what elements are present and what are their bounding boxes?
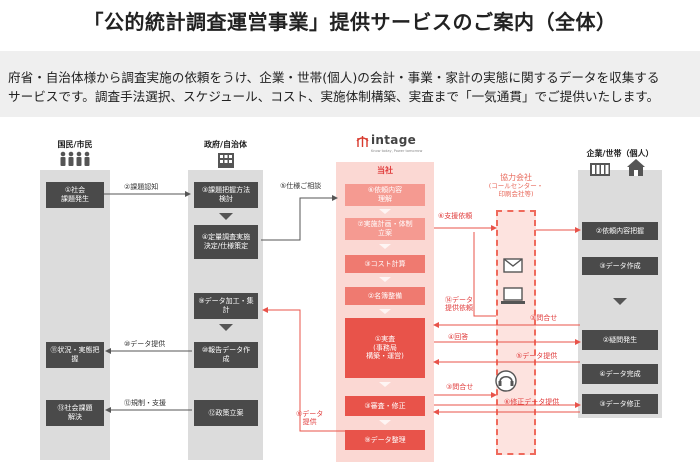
label-support-request: ⑥支援依頼 xyxy=(438,212,473,220)
laptop-icon xyxy=(501,287,525,304)
description-panel: 府省・自治体様から調査実施の依頼をうけ、企業・世帯(個人)の会計・事業・家計の実… xyxy=(0,51,700,117)
company-step-plan-structure: ⑦実施計画・体制 立案 xyxy=(345,218,425,240)
gov-step-survey-decision: ④定量調査実施 決定/仕様策定 xyxy=(194,225,258,259)
partner-subtitle: (コールセンター・ 印刷会社等) xyxy=(488,182,544,198)
label-issue-recognition: ②課題認知 xyxy=(124,183,159,191)
mail-icon xyxy=(503,258,523,273)
flow-arrow-down xyxy=(379,209,391,214)
enterprises-header: 企業/世帯（個人） xyxy=(586,149,654,158)
label-data-provision-gov: ⑨データ 提供 xyxy=(296,410,324,427)
enterprise-step-question-arises: ②疑問発生 xyxy=(582,330,658,350)
label-inquiry-partner: ③問合せ xyxy=(446,383,474,391)
factory-icon xyxy=(590,163,610,176)
gov-step-method-review: ③課題把握方法 検討 xyxy=(194,182,258,208)
flow-arrow-down xyxy=(613,298,627,305)
company-step-field-survey: ①実査 (事務局 構築・運営) xyxy=(345,318,425,378)
label-regulation-support: ⑫規制・支援 xyxy=(124,399,166,407)
label-data-provision-enterprise: ⑤データ提供 xyxy=(516,352,558,360)
enterprise-step-understand-request: ②依頼内容把握 xyxy=(582,222,658,240)
government-header: 政府/自治体 xyxy=(204,140,247,149)
headset-icon xyxy=(495,370,517,392)
house-icon xyxy=(627,159,645,176)
company-step-data-organization: ⑨データ整理 xyxy=(345,430,425,450)
flow-arrow-down xyxy=(379,277,391,282)
intage-logo-icon xyxy=(356,136,369,147)
flow-arrow-down xyxy=(379,244,391,249)
flow-arrow-down xyxy=(379,420,391,425)
partner-title: 協力会社 xyxy=(500,173,532,182)
citizen-step-social-issue: ①社会 課題発生 xyxy=(46,182,104,208)
company-step-review-correction: ③審査・修正 xyxy=(345,396,425,416)
gov-step-data-processing: ⑨データ加工・集 計 xyxy=(194,293,258,319)
flow-arrow-down xyxy=(219,324,233,331)
gov-step-report-creation: ⑩報告データ作 成 xyxy=(194,342,258,368)
gov-step-policy-planning: ⑫政策立案 xyxy=(194,400,258,426)
label-answer: ④回答 xyxy=(448,333,469,341)
flow-arrow-down xyxy=(379,309,391,314)
enterprise-step-data-complete: ④データ完成 xyxy=(582,364,658,384)
label-data-provision-citizen: ⑩データ提供 xyxy=(124,340,166,348)
label-inquiry: ③問合せ xyxy=(530,314,558,322)
partner-column xyxy=(496,210,536,455)
company-step-list-maintenance: ②名簿整備 xyxy=(345,287,425,305)
flow-arrow-down xyxy=(379,382,391,387)
page-title: 「公的統計調査運営事業」提供サービスのご案内（全体） xyxy=(83,10,617,34)
label-data-provision-request: ⑭データ 提供依頼 xyxy=(445,296,473,313)
description-line-1: 府省・自治体様から調査実施の依頼をうけ、企業・世帯(個人)の会計・事業・家計の実… xyxy=(8,70,660,85)
citizen-step-situation-grasp: ⑪状況・実態把 握 xyxy=(46,342,104,368)
label-corrected-data: ⑥修正データ提供 xyxy=(504,398,560,406)
building-icon xyxy=(218,153,234,168)
citizens-header: 国民/市民 xyxy=(57,140,93,149)
company-header: 当社 xyxy=(377,166,393,175)
flow-arrow-down xyxy=(219,213,233,220)
company-step-understand-request: ⑥依頼内容 理解 xyxy=(345,184,425,206)
people-icon xyxy=(60,151,90,166)
company-logo-tagline: Know today, Power tomorrow xyxy=(371,149,423,153)
company-logo: intage xyxy=(371,133,417,147)
enterprise-step-data-creation: ③データ作成 xyxy=(582,257,658,275)
enterprise-step-data-correction: ③データ修正 xyxy=(582,394,658,414)
citizen-step-issue-resolution: ⑬社会課題 解決 xyxy=(46,400,104,426)
description-line-2: サービスです。調査手法選択、スケジュール、コスト、実施体制構築、実査まで「一気通… xyxy=(8,89,660,104)
label-spec-consultation: ⑤仕様ご相談 xyxy=(280,182,322,190)
company-step-cost-calculation: ③コスト計算 xyxy=(345,255,425,273)
